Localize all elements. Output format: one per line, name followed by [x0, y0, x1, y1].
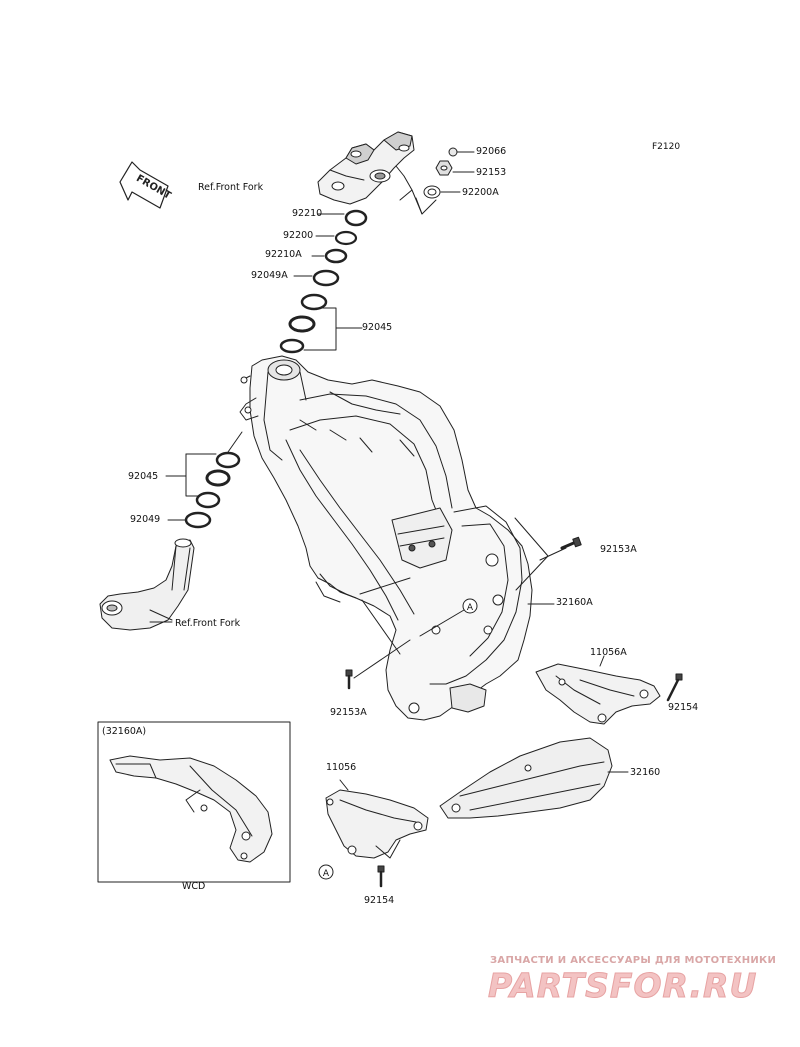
- part-label-11056a: 11056A: [590, 647, 627, 658]
- part-label-92153a-right: 92153A: [600, 544, 637, 555]
- upper-triple-clamp: [317, 131, 423, 215]
- callout-a-letter: A: [467, 603, 474, 613]
- part-label-92210: 92210: [292, 208, 323, 219]
- callout-a-marker: [419, 598, 478, 637]
- part-label-92153a-bottom: 92153A: [330, 707, 367, 718]
- steering-bearing-stack-top: [279, 209, 368, 354]
- inset-caption: WCD: [182, 881, 206, 892]
- front-arrow-icon: FRONT: [119, 161, 173, 209]
- figure-id: F2120: [652, 142, 681, 152]
- watermark-logo: PARTSFOR.RU: [487, 966, 758, 1006]
- bolt-92153a-bottom: [345, 669, 353, 690]
- part-label-92153: 92153: [476, 167, 507, 178]
- inset-32160a: [97, 721, 291, 883]
- main-frame: [239, 355, 533, 721]
- part-label-11056: 11056: [326, 762, 357, 773]
- part-label-92045-left: 92045: [128, 471, 159, 482]
- bracket-32160: [439, 737, 629, 819]
- inset-title: (32160A): [102, 726, 147, 737]
- part-label-92200a: 92200A: [462, 187, 499, 198]
- part-label-92154-right: 92154: [668, 702, 699, 713]
- part-label-92200: 92200: [283, 230, 314, 241]
- part-label-ref-front-fork-top: Ref.Front Fork: [198, 182, 264, 193]
- part-label-32160: 32160: [630, 767, 661, 778]
- part-label-32160a: 32160A: [556, 597, 593, 608]
- watermark-tagline: ЗАПЧАСТИ И АКСЕССУАРЫ ДЛЯ МОТОТЕХНИКИ: [490, 955, 777, 966]
- bracket-11056: [325, 779, 429, 859]
- bolt-92154-bottom: [375, 839, 401, 888]
- steering-stem-nut: [415, 147, 475, 215]
- part-label-92066: 92066: [476, 146, 507, 157]
- part-label-92154-bottom: 92154: [364, 895, 395, 906]
- part-label-92045-top: 92045: [362, 322, 393, 333]
- steering-bearing-stack-bottom: [165, 431, 243, 529]
- bracket-11056a: [535, 655, 661, 725]
- bolt-92153a-right: [560, 536, 582, 550]
- part-label-92049: 92049: [130, 514, 161, 525]
- bolt-92154-right: [666, 673, 683, 702]
- lower-triple-clamp: [99, 538, 195, 631]
- part-label-ref-front-fork-bottom: Ref.Front Fork: [175, 618, 241, 629]
- callout-a-marker-bottom: [318, 864, 334, 880]
- part-label-92210a: 92210A: [265, 249, 302, 260]
- part-label-92049a: 92049A: [251, 270, 288, 281]
- callout-a-letter: A: [323, 869, 330, 879]
